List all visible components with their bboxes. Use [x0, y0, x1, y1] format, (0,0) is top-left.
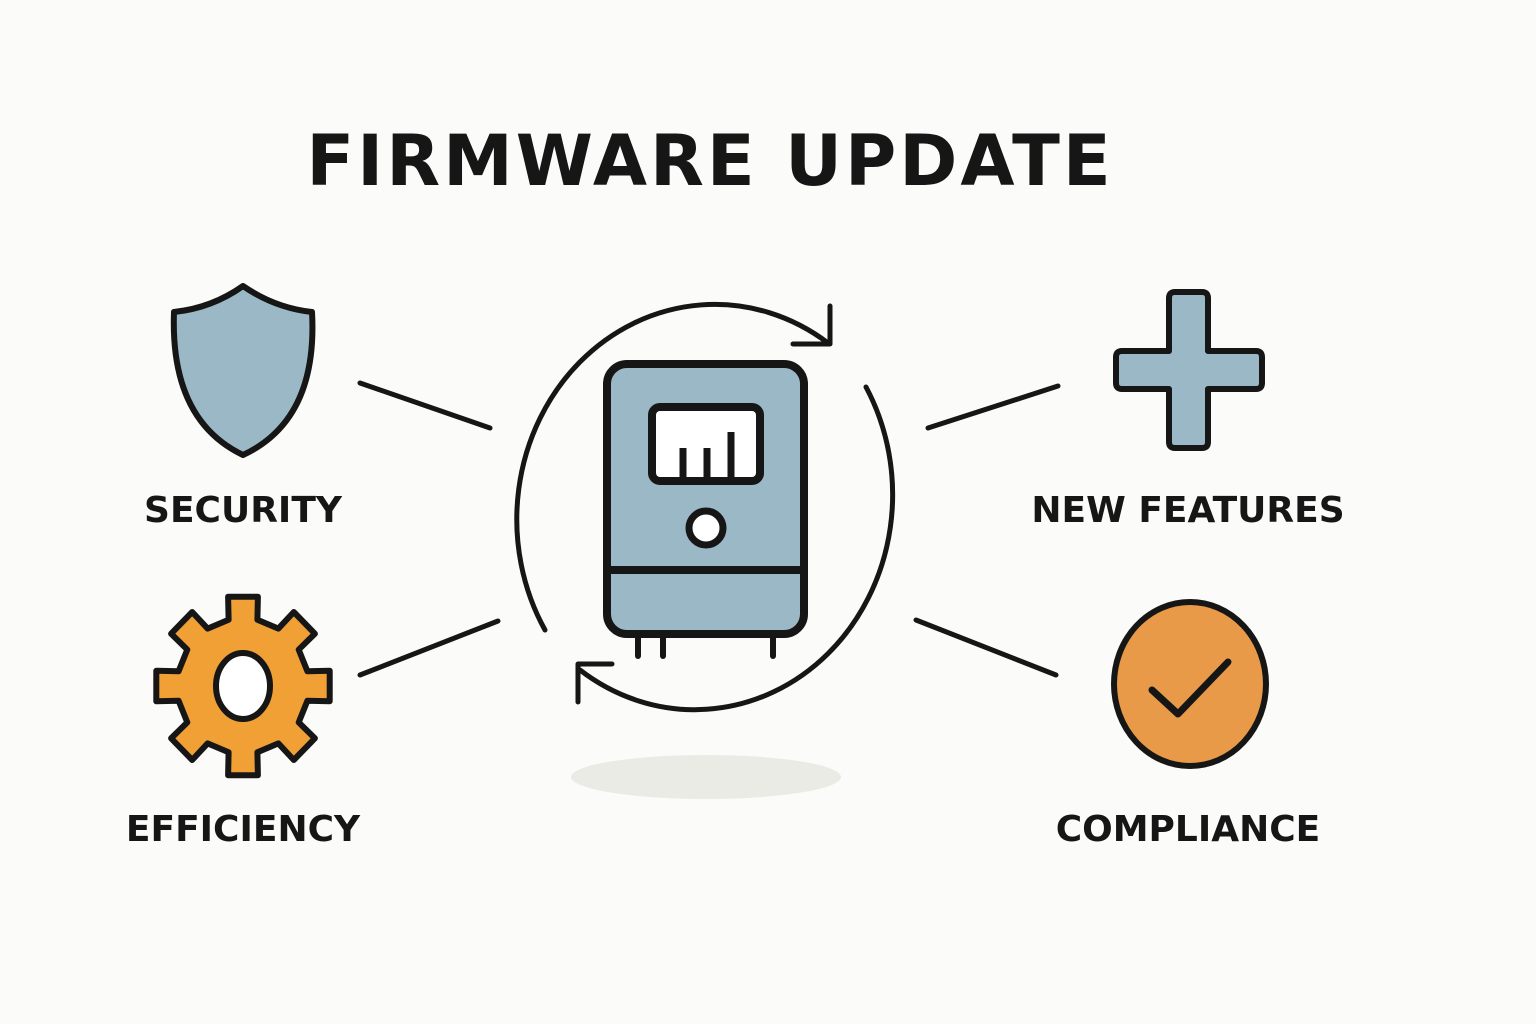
refresh-cycle-icon [514, 301, 896, 713]
connector-compliance [913, 617, 1059, 678]
label-new-features: NEW FEATURES [1031, 490, 1344, 531]
firmware-device-icon [603, 360, 808, 659]
page-title: FIRMWARE UPDATE [306, 120, 1113, 202]
gear-icon [153, 593, 333, 779]
connector-efficiency [357, 618, 501, 678]
label-security: SECURITY [144, 490, 343, 531]
connector-security [357, 380, 493, 431]
check-circle-icon [1111, 599, 1269, 769]
label-compliance: COMPLIANCE [1056, 809, 1321, 850]
connector-new-features [925, 383, 1061, 431]
device-shadow [571, 755, 841, 799]
shield-icon [170, 283, 316, 458]
plus-icon [1113, 289, 1265, 451]
label-efficiency: EFFICIENCY [126, 809, 361, 850]
